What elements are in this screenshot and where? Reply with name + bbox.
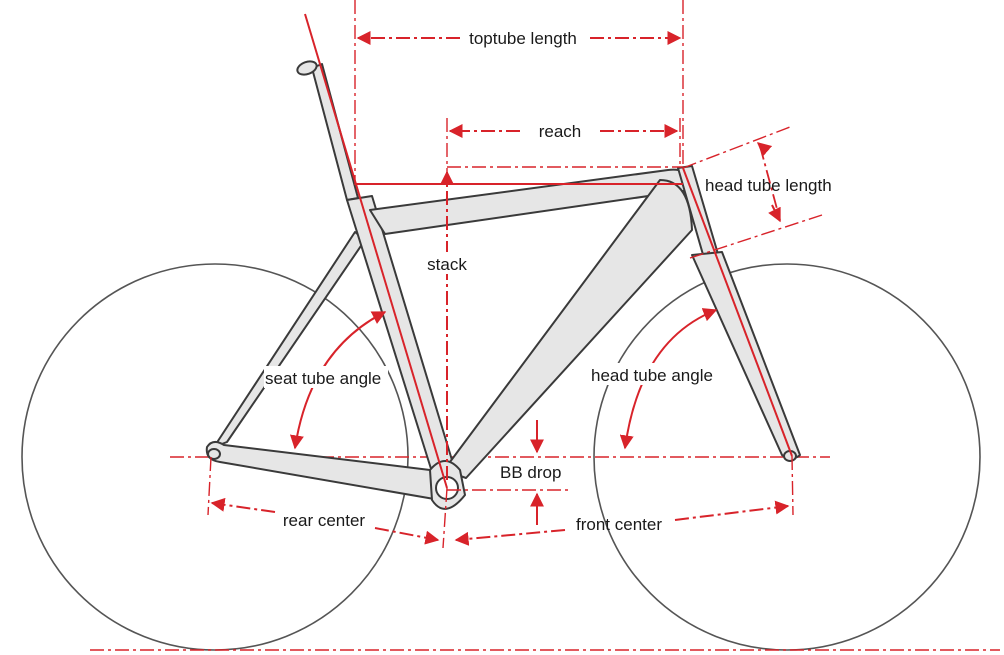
front-center-label: front center [576,515,662,534]
head-tube-angle-label: head tube angle [591,366,713,385]
seat-tube-angle-arc [289,311,387,450]
rear-center-guide-left [207,456,212,516]
head-tube-length-arrow [756,142,773,157]
stack-label: stack [427,255,467,274]
reach-label: reach [539,122,582,141]
rear-center-label: rear center [283,511,366,530]
steerer-axis [682,167,793,457]
seat-tube-angle-label: seat tube angle [265,369,381,388]
toptube-length-label: toptube length [469,29,577,48]
head-tube-length-guide-top [682,126,791,169]
head-tube-length-arrow-2 [768,204,781,223]
head-tube-length-guide-bottom [689,214,823,259]
rear-center-arrow-right [374,527,440,545]
rear-center-arrow-left [210,497,276,513]
seat-tube-axis [304,13,448,489]
bb-drop-label: BB drop [500,463,561,482]
head-tube-angle-arc [619,308,718,450]
front-center-arrow-right [674,500,790,521]
front-center-arrow-left [454,529,566,546]
front-wheel [593,263,981,651]
head-tube-length-label: head tube length [705,176,832,195]
head-tube-length-dim [759,145,781,221]
front-center-guide-right [791,455,794,516]
rear-center-guide-right [442,487,448,549]
